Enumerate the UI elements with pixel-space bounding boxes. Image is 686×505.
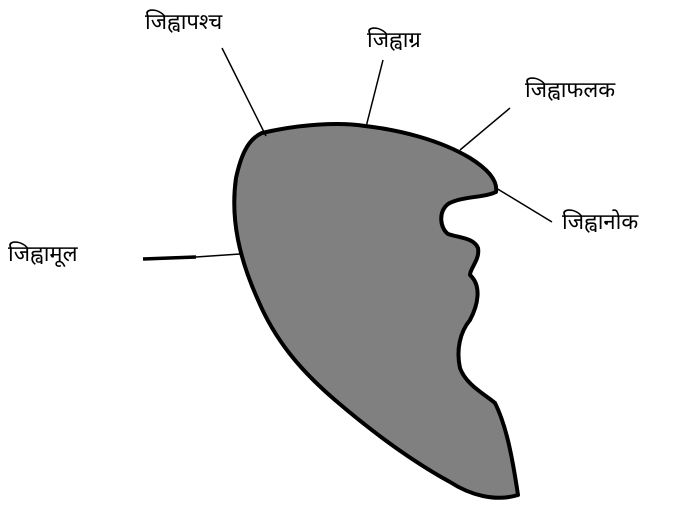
label-tongue-back: जिह्वापश्च — [145, 12, 222, 34]
label-tongue-front: जिह्वाग्र — [367, 30, 421, 52]
label-tongue-root: जिह्वामूल — [8, 244, 78, 266]
label-tongue-tip: जिह्वानोक — [562, 212, 638, 234]
leader-line-tongue-tip — [496, 188, 552, 222]
label-tongue-blade: जिह्वाफलक — [525, 80, 615, 102]
leader-line-tongue-back — [222, 48, 266, 136]
leader-line-tongue-blade — [460, 108, 510, 150]
tongue-shape — [234, 124, 518, 498]
leader-line-tongue-root — [143, 257, 196, 259]
leader-line-tongue-root-thin — [196, 254, 240, 257]
leader-line-tongue-front — [366, 60, 383, 127]
